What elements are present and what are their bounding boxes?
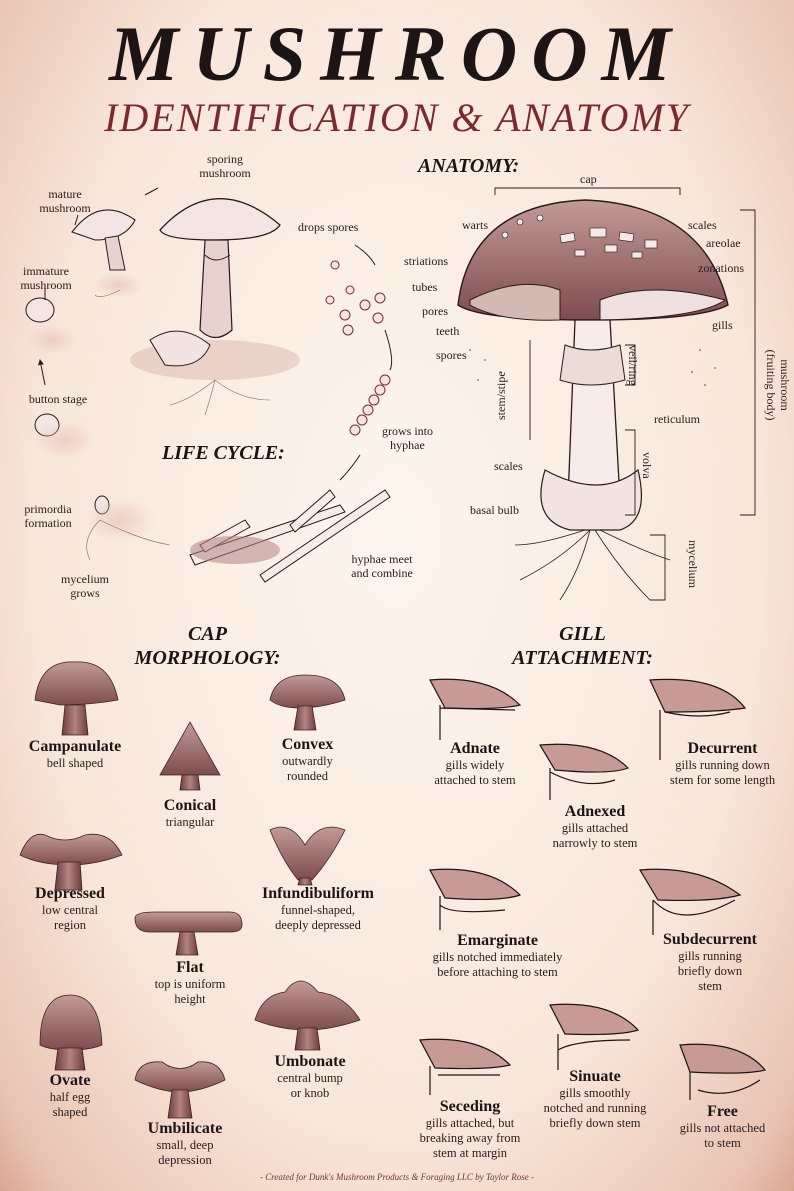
cap-morphology-heading-line1: CAP: [188, 623, 227, 645]
cap-item: Campanulate bell shaped: [10, 738, 140, 771]
anatomy-label-volva: volva: [640, 452, 654, 479]
gill-name: Seceding: [439, 1098, 501, 1115]
cap-item: Umbonate central bump or knob: [255, 1053, 365, 1101]
cap-name: Convex: [281, 736, 334, 753]
gill-desc: gills running briefly down stem: [677, 949, 743, 993]
life-cycle-heading: LIFE CYCLE:: [162, 442, 285, 464]
gill-desc: gills widely attached to stem: [434, 758, 516, 787]
gill-name: Subdecurrent: [663, 931, 757, 948]
gill-desc: gills running down stem for some length: [669, 758, 776, 787]
anatomy-label-scales-stem: scales: [494, 459, 523, 473]
cap-name: Conical: [163, 797, 217, 814]
cap-item: Conical triangular: [130, 797, 250, 830]
gill-item: Adnexed gills attached narrowly to stem: [530, 803, 660, 851]
label-button-stage: button stage: [28, 392, 88, 406]
cap-name: Depressed: [35, 885, 105, 902]
gill-item: Adnate gills widely attached to stem: [410, 740, 540, 788]
footer-credit: - Created for Dunk's Mushroom Products &…: [259, 1172, 535, 1182]
gill-name: Free: [707, 1103, 738, 1120]
cap-morphology-heading: CAP MORPHOLOGY:: [120, 622, 295, 670]
anatomy-label-teeth: teeth: [436, 324, 460, 338]
anatomy-illustration: [457, 187, 756, 601]
cap-desc: funnel-shaped, deeply depressed: [275, 903, 361, 932]
cap-name: Infundibuliform: [261, 885, 375, 902]
anatomy-label-reticulum: reticulum: [654, 412, 700, 426]
anatomy-label-areolae: areolae: [706, 236, 741, 250]
anatomy-label-basal-bulb: basal bulb: [470, 503, 519, 517]
gill-item: Seceding gills attached, but breaking aw…: [405, 1098, 535, 1161]
gill-item: Decurrent gills running down stem for so…: [655, 740, 790, 788]
life-cycle-illustration: [25, 187, 393, 583]
anatomy-label-veil-ring: veil/ring: [626, 345, 640, 386]
cap-name: Ovate: [49, 1072, 91, 1089]
cap-name: Flat: [176, 959, 204, 976]
cap-item: Depressed low central region: [5, 885, 135, 933]
gill-desc: gills attached narrowly to stem: [552, 821, 638, 850]
anatomy-label-tubes: tubes: [412, 280, 438, 294]
gill-item: Free gills not attached to stem: [665, 1103, 780, 1151]
label-mature-mushroom: mature mushroom: [39, 187, 91, 215]
anatomy-label-zonations: zonations: [698, 261, 744, 275]
gill-name: Adnate: [450, 740, 500, 757]
anatomy-label-striations: striations: [404, 254, 448, 268]
label-hyphae-meet: hyphae meet and combine: [351, 552, 413, 580]
cap-desc: low central region: [42, 903, 98, 932]
anatomy-label-warts: warts: [462, 218, 488, 232]
cap-item: Convex outwardly rounded: [250, 736, 365, 784]
page-title: MUSHROOM: [109, 10, 685, 97]
cap-shapes: [19, 661, 361, 1119]
cap-desc: top is uniform height: [154, 977, 226, 1006]
cap-desc: half egg shaped: [49, 1090, 91, 1119]
cap-name: Campanulate: [28, 738, 122, 755]
anatomy-label-fruiting-body: mushroom (fruiting body): [764, 349, 792, 421]
anatomy-label-spores: spores: [436, 348, 467, 362]
gill-attachment-heading-line1: GILL: [559, 623, 606, 645]
gill-name: Emarginate: [457, 932, 538, 949]
gill-name: Adnexed: [564, 803, 626, 820]
cap-desc: central bump or knob: [277, 1071, 343, 1100]
gill-name: Sinuate: [569, 1068, 621, 1085]
gill-name: Decurrent: [687, 740, 758, 757]
cap-name: Umbonate: [274, 1053, 346, 1070]
label-sporing-mushroom: sporing mushroom: [199, 152, 251, 180]
label-primordia-formation: primordia formation: [24, 502, 72, 530]
gill-attachment-heading: GILL ATTACHMENT:: [490, 622, 675, 670]
anatomy-label-mycelium: mycelium: [686, 540, 700, 588]
gill-attachment-heading-line2: ATTACHMENT:: [512, 647, 653, 669]
cap-desc: bell shaped: [46, 756, 104, 770]
label-immature-mushroom: immature mushroom: [20, 264, 72, 292]
gill-item: Emarginate gills notched immediately bef…: [415, 932, 580, 980]
gill-desc: gills attached, but breaking away from s…: [419, 1116, 521, 1160]
cap-desc: small, deep depression: [156, 1138, 214, 1167]
cap-name: Umbilicate: [147, 1120, 223, 1137]
cap-item: Infundibuliform funnel-shaped, deeply de…: [248, 885, 388, 933]
anatomy-heading: ANATOMY:: [418, 155, 520, 177]
anatomy-label-scales-cap: scales: [688, 218, 717, 232]
gill-desc: gills smoothly notched and running brief…: [543, 1086, 647, 1130]
label-mycelium-grows: mycelium grows: [61, 572, 109, 600]
anatomy-label-stem: stem/stipe: [494, 371, 508, 420]
gill-item: Sinuate gills smoothly notched and runni…: [530, 1068, 660, 1131]
cap-morphology-heading-line2: MORPHOLOGY:: [134, 647, 281, 669]
cap-item: Umbilicate small, deep depression: [130, 1120, 240, 1168]
anatomy-label-cap: cap: [580, 172, 597, 186]
cap-desc: outwardly rounded: [282, 754, 333, 783]
gill-desc: gills not attached to stem: [679, 1121, 766, 1150]
cap-desc: triangular: [165, 815, 215, 829]
gill-item: Subdecurrent gills running briefly down …: [655, 931, 765, 994]
anatomy-label-gills: gills: [712, 318, 733, 332]
label-grows-into-hyphae: grows into hyphae: [382, 424, 433, 452]
cap-item: Ovate half egg shaped: [20, 1072, 120, 1120]
anatomy-label-pores: pores: [422, 304, 448, 318]
gill-desc: gills notched immediately before attachi…: [432, 950, 563, 979]
gill-shapes: [419, 678, 767, 1100]
label-drops-spores: drops spores: [298, 220, 359, 234]
cap-item: Flat top is uniform height: [135, 959, 245, 1007]
page-subtitle: IDENTIFICATION & ANATOMY: [104, 95, 690, 140]
